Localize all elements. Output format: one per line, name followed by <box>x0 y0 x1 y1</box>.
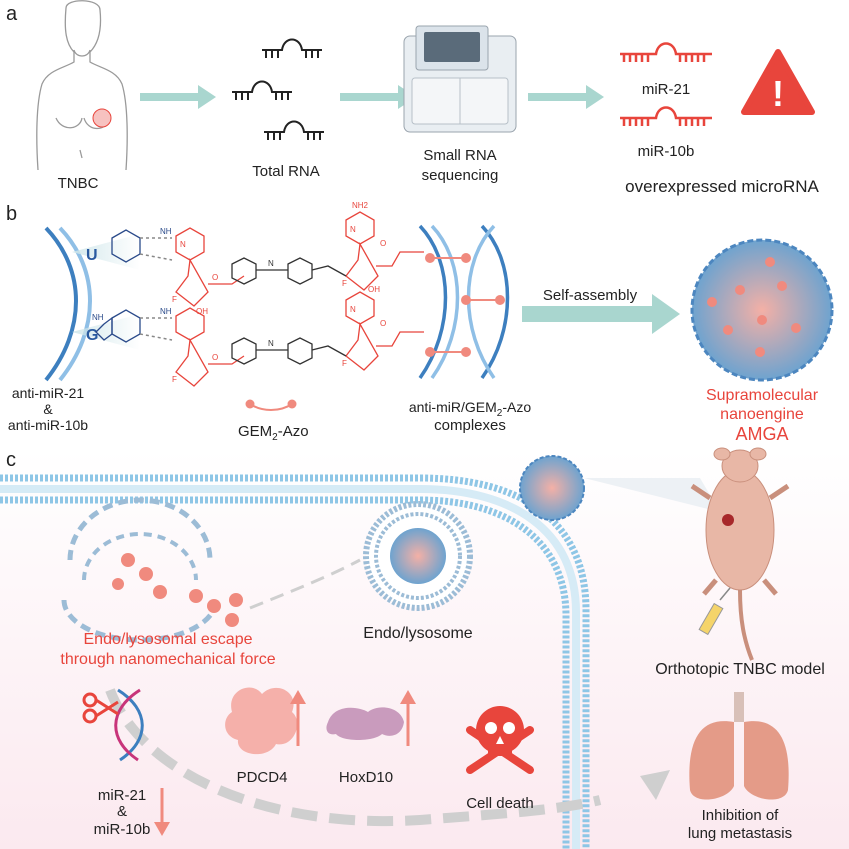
atom-n1: N <box>180 240 186 249</box>
pdcd4-protein-icon <box>225 687 298 755</box>
atom-oh1: OH <box>196 307 208 316</box>
endolysosome-icon <box>363 501 473 611</box>
label-complex-sub: 2 <box>497 408 503 419</box>
atom-n2: N <box>268 259 274 268</box>
label-mir10b-c: miR-10b <box>94 821 151 838</box>
gem-azo-legend-icon <box>245 399 297 411</box>
gem-azo-structure-right <box>345 211 379 371</box>
mouse-icon <box>690 447 790 661</box>
path-dashes-upper <box>249 558 361 610</box>
label-seq-line1: Small RNA <box>423 147 496 164</box>
panel-b-letter: b <box>6 203 17 225</box>
rna-strand-icon <box>232 38 324 140</box>
base-u: U <box>86 247 98 264</box>
atom-o3: O <box>380 239 386 248</box>
label-anti-mir10b: anti-miR-10b <box>8 417 88 433</box>
label-overexpressed: overexpressed microRNA <box>625 177 819 196</box>
path-arrowhead <box>640 770 670 800</box>
label-inhibition-line2: lung metastasis <box>688 825 792 842</box>
dna-helix-icon-c <box>114 688 144 762</box>
warning-glyph: ! <box>772 73 784 114</box>
label-complex-suffix: -Azo <box>502 399 531 415</box>
skull-icon <box>466 706 534 774</box>
escape-fragments-icon <box>61 497 243 643</box>
label-pdcd4: PDCD4 <box>237 769 288 786</box>
up-arrow-hoxd10 <box>400 690 416 746</box>
label-complex-line1: anti-miR/GEM2-Azo <box>409 399 531 419</box>
label-mir21-a: miR-21 <box>642 81 690 98</box>
label-mir21-c: miR-21 <box>98 787 146 804</box>
label-hoxd10: HoxD10 <box>339 769 393 786</box>
warning-icon: ! <box>741 49 815 115</box>
label-gem-azo-suffix: -Azo <box>278 423 309 440</box>
hoxd10-protein-icon <box>326 707 404 740</box>
atom-o1: O <box>212 273 218 282</box>
atom-nh2-top: NH2 <box>352 201 369 210</box>
atom-o4: O <box>380 319 386 328</box>
label-amp-c: & <box>117 803 127 820</box>
dna-helix-icon <box>44 226 92 382</box>
atom-o2: O <box>212 353 218 362</box>
panel-c-letter: c <box>6 449 16 471</box>
atom-nh1: NH <box>160 227 172 236</box>
label-total-rna: Total RNA <box>252 163 320 180</box>
label-gem-azo: GEM2-Azo <box>238 423 309 443</box>
label-tnbc: TNBC <box>58 175 99 192</box>
label-inhibition-line1: Inhibition of <box>702 807 780 824</box>
atom-f2: F <box>172 375 177 384</box>
label-endolysosome: Endo/lysosome <box>363 625 472 642</box>
label-supramolecular: Supramolecular <box>706 387 819 404</box>
tumor-icon <box>92 108 112 128</box>
mirna-strand-icon <box>620 42 712 126</box>
flow-arrows-a <box>140 85 604 109</box>
mouse-tumor <box>722 514 734 526</box>
complex-crosslinks <box>425 253 505 357</box>
scissors-icon <box>82 692 119 724</box>
beam-to-mouse <box>584 478 720 512</box>
label-self-assembly: Self-assembly <box>543 287 638 304</box>
nanoparticle-small-icon <box>519 455 585 521</box>
self-assembly-arrow <box>522 294 680 334</box>
atom-f1: F <box>172 295 177 304</box>
atom-f3: F <box>342 279 347 288</box>
azo-linker <box>231 257 347 365</box>
atom-oh2: OH <box>368 285 380 294</box>
label-cell-death: Cell death <box>466 795 534 812</box>
label-nanoengine: nanoengine <box>720 406 804 423</box>
atom-n4: N <box>350 225 356 234</box>
label-anti-mir21: anti-miR-21 <box>12 385 85 401</box>
label-complex-line2: complexes <box>434 417 506 434</box>
label-anti-amp: & <box>43 401 53 417</box>
gem-azo-structure <box>175 227 424 387</box>
sequencer-icon <box>403 25 517 133</box>
atom-n5: N <box>350 305 356 314</box>
woman-silhouette-icon <box>36 0 128 171</box>
atom-n3: N <box>268 339 274 348</box>
atom-f4: F <box>342 359 347 368</box>
label-complex-main: anti-miR/GEM <box>409 399 497 415</box>
up-arrow-pdcd4 <box>290 690 306 746</box>
panel-a-letter: a <box>6 3 18 25</box>
hbond-dashes <box>139 237 173 341</box>
label-orthotopic: Orthotopic TNBC model <box>655 661 825 678</box>
atom-nh3: NH <box>92 313 104 322</box>
label-escape-line1: Endo/lysosomal escape <box>84 631 253 648</box>
lungs-icon <box>689 692 789 800</box>
path-dashes-lower <box>105 688 602 826</box>
nanoparticle-icon <box>690 238 834 382</box>
syringe-icon <box>698 587 731 636</box>
base-g: G <box>86 327 98 344</box>
label-amga: AMGA <box>735 424 788 444</box>
atom-nh2: NH <box>160 307 172 316</box>
down-arrow-icon <box>154 788 170 836</box>
label-gem-azo-sub: 2 <box>272 432 278 443</box>
label-gem-azo-main: GEM <box>238 423 272 440</box>
label-mir10b-a: miR-10b <box>638 143 695 160</box>
label-seq-line2: sequencing <box>422 167 499 184</box>
label-escape-line2: through nanomechanical force <box>60 651 275 668</box>
